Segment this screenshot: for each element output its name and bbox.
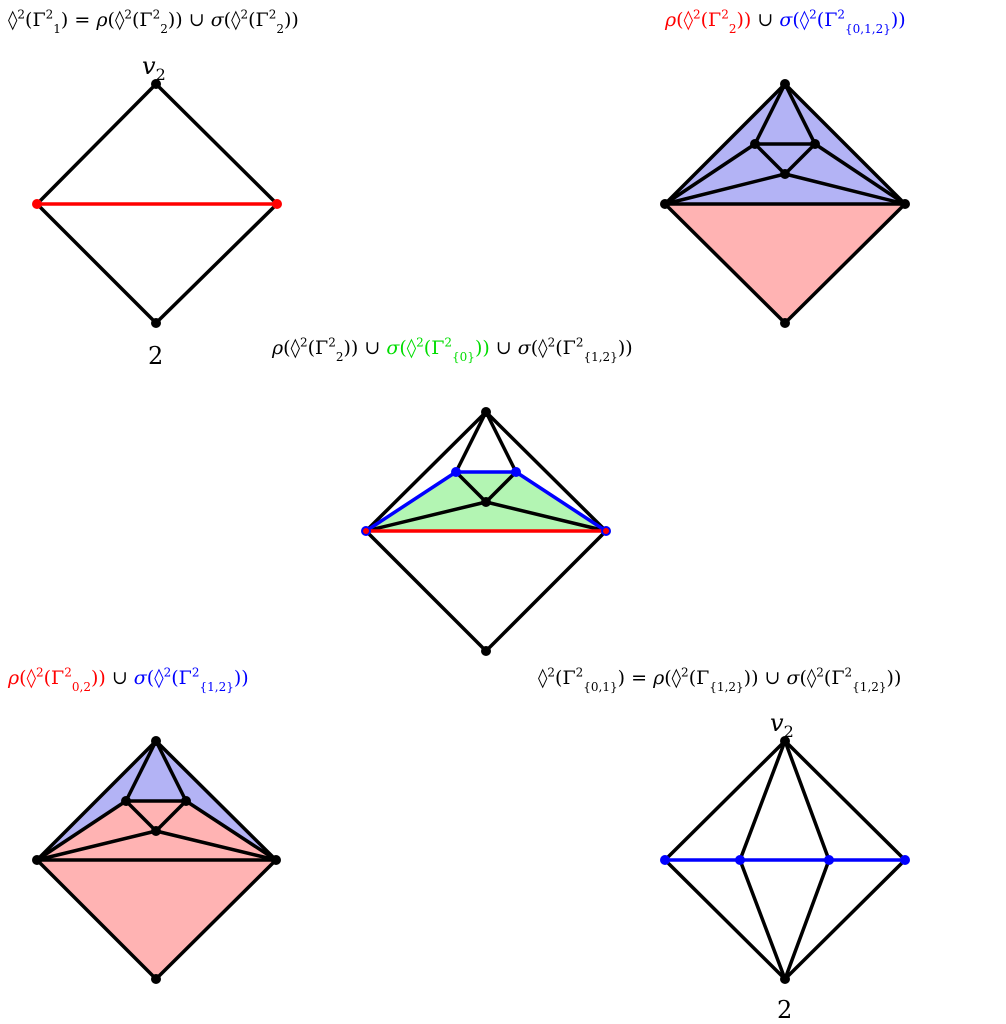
red-vertex — [32, 199, 42, 209]
caption-panel-3: ρ(◊2(Γ22)) ∪ σ(◊2(Γ2{0})) ∪ σ(◊2(Γ2{1,2}… — [272, 335, 633, 364]
vertex — [151, 79, 161, 89]
panel-1-diagram: v2 2 — [32, 52, 282, 370]
vertex — [780, 736, 790, 746]
vertex — [481, 407, 491, 417]
vertex — [181, 796, 191, 806]
vertex — [660, 199, 670, 209]
vertex — [750, 139, 760, 149]
vertex-label-bottom: 2 — [148, 342, 163, 370]
panel-2-diagram — [660, 79, 910, 328]
vertex — [151, 318, 161, 328]
vertex — [271, 855, 281, 865]
vertex-label-bottom: 2 — [777, 996, 792, 1024]
vertex — [121, 796, 131, 806]
caption-panel-2: ρ(◊2(Γ22)) ∪ σ(◊2(Γ2{0,1,2})) — [665, 7, 906, 36]
blue-vertex — [824, 855, 834, 865]
vertex — [780, 974, 790, 984]
panel-3-diagram — [361, 407, 611, 656]
edge — [154, 82, 279, 206]
red-vertex — [363, 528, 369, 534]
edge — [35, 202, 158, 325]
vertex — [481, 646, 491, 656]
vertex — [32, 855, 42, 865]
caption-panel-1: ◊2(Γ21) = ρ(◊2(Γ22)) ∪ σ(◊2(Γ22)) — [8, 7, 299, 36]
blue-vertex — [451, 467, 461, 477]
blue-vertex — [735, 855, 745, 865]
diamond-symbol: ◊ — [8, 9, 18, 31]
red-vertex — [272, 199, 282, 209]
vertex — [151, 974, 161, 984]
panel-4-diagram — [32, 736, 281, 984]
red-vertex — [603, 528, 609, 534]
blue-vertex — [511, 467, 521, 477]
vertex — [780, 169, 790, 179]
blue-edge — [514, 470, 608, 533]
vertex — [780, 79, 790, 89]
edge — [35, 82, 158, 206]
blue-edge — [364, 470, 458, 533]
edge — [154, 202, 279, 325]
vertex — [780, 318, 790, 328]
red-region — [665, 204, 905, 323]
vertex — [481, 497, 491, 507]
vertex-label-top: v2 — [142, 52, 166, 84]
vertex — [151, 826, 161, 836]
vertex — [810, 139, 820, 149]
blue-vertex — [900, 855, 910, 865]
panel-5-diagram: v2 2 — [660, 709, 910, 1024]
blue-vertex — [660, 855, 670, 865]
caption-panel-4: ρ(◊2(Γ20,2)) ∪ σ(◊2(Γ2{1,2})) — [8, 665, 249, 694]
caption-panel-5: ◊2(Γ2{0,1}) = ρ(◊2(Γ{1,2})) ∪ σ(◊2(Γ2{1,… — [538, 665, 902, 694]
vertex — [151, 736, 161, 746]
vertex-label-top: v2 — [770, 709, 794, 741]
vertex — [900, 199, 910, 209]
